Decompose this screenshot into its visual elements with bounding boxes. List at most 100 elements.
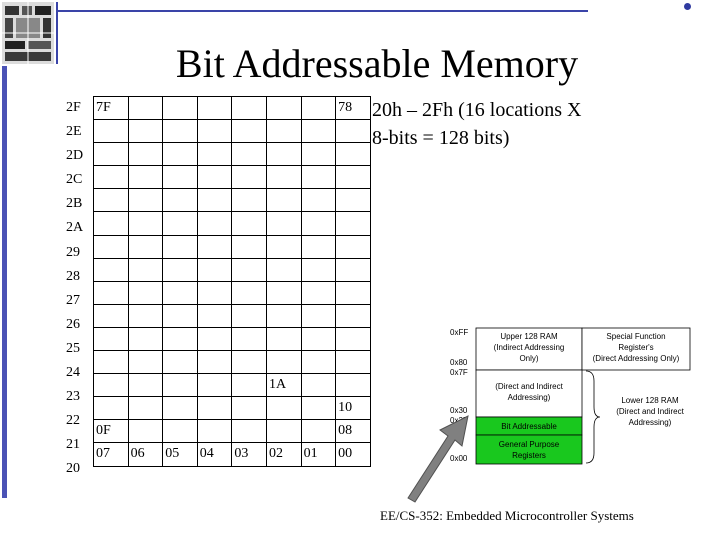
- bit-cell: [335, 373, 371, 398]
- bit-cell: 08: [335, 419, 371, 444]
- bit-cell: [196, 280, 233, 305]
- row-label: 25: [66, 340, 80, 356]
- bit-cell: [231, 373, 267, 398]
- bit-cell: [162, 326, 198, 352]
- bit-cell: [300, 188, 337, 213]
- bit-cell: [93, 142, 129, 167]
- bit-cell: [265, 280, 302, 305]
- bit-cell: [265, 165, 302, 190]
- bit-addressable-label: Bit Addressable: [501, 422, 557, 431]
- bit-cell: [127, 396, 164, 421]
- bit-cell: [162, 257, 198, 282]
- sfr-label-1: Special Function: [606, 332, 665, 341]
- bit-cell: [93, 326, 129, 352]
- bit-cell: 02: [265, 442, 302, 467]
- bit-cell: [300, 142, 337, 167]
- bit-cell: [231, 119, 267, 144]
- row-label: 2F: [66, 100, 81, 115]
- bit-cell: 7F: [93, 95, 129, 121]
- chip-logo-icon: [2, 2, 54, 64]
- bit-cell: [127, 188, 164, 213]
- row-label: 23: [66, 389, 80, 405]
- bit-cell: 01: [300, 442, 337, 467]
- bit-cell: [335, 280, 371, 305]
- bit-cell: [196, 234, 233, 259]
- bit-cell: [265, 142, 302, 167]
- bit-cell: [335, 119, 371, 144]
- bit-cell: 07: [93, 442, 129, 467]
- slide-title: Bit Addressable Memory: [175, 41, 579, 86]
- bit-cell: 0F: [93, 419, 129, 444]
- bit-cell: [231, 234, 267, 259]
- bit-cell: [162, 396, 198, 421]
- corner-dot: [684, 3, 691, 10]
- row-label: 2C: [66, 172, 83, 188]
- bit-cell: 00: [335, 442, 371, 467]
- grid-row: 0F 08: [93, 419, 371, 444]
- bit-cell: [196, 188, 233, 213]
- bit-cell: [300, 326, 337, 352]
- bit-cell: 03: [231, 442, 267, 467]
- sfr-label-2: Register's: [618, 343, 653, 352]
- lower-ram-label-1: Lower 128 RAM: [621, 396, 679, 405]
- bit-cell: [93, 350, 129, 375]
- bit-cell: [265, 188, 302, 213]
- bit-cell: [196, 350, 233, 375]
- bit-cell: [335, 326, 371, 352]
- bit-cell: [196, 419, 233, 444]
- bit-cell: [300, 350, 337, 375]
- bit-cell: [196, 326, 233, 352]
- bit-cell: [335, 165, 371, 190]
- bit-cell: [93, 303, 129, 328]
- grid-row: [93, 350, 371, 375]
- bit-cell: [300, 419, 337, 444]
- lower-ram-label-3: Addressing): [629, 418, 672, 427]
- memory-map-diagram: 0xFF 0x80 0x7F 0x30 0x2F 0x00 Upper 128 …: [450, 327, 691, 465]
- bit-cell: [93, 119, 129, 144]
- bit-cell: [127, 142, 164, 167]
- bit-cell: [93, 165, 129, 190]
- bit-cell: [300, 234, 337, 259]
- grid-row: [93, 257, 371, 282]
- bit-cell: [196, 165, 233, 190]
- row-address-labels: 2F 2E 2D 2C 2B 2A 29 28 27 26 25 24 23 2…: [66, 96, 83, 482]
- bit-cell: [127, 280, 164, 305]
- grid-row: [93, 211, 371, 236]
- general-purpose-box: [475, 434, 583, 465]
- direct-indirect-label-1: (Direct and Indirect: [495, 382, 563, 391]
- bit-cell: [231, 419, 267, 444]
- bit-cell: [335, 188, 371, 213]
- bit-cell: [265, 350, 302, 375]
- bit-cell: [93, 373, 129, 398]
- row-label: 26: [66, 316, 80, 332]
- bit-cell: [127, 211, 164, 236]
- frame-top-line: [58, 10, 588, 12]
- bit-cell: [162, 280, 198, 305]
- bit-cell: [162, 373, 198, 398]
- bit-cell: [196, 257, 233, 282]
- bit-cell: [300, 373, 337, 398]
- bit-cell: [300, 95, 337, 121]
- row-label: 24: [66, 365, 80, 381]
- addr-label-30: 0x30: [450, 406, 468, 415]
- bit-cell: [196, 142, 233, 167]
- bit-cell: [162, 211, 198, 236]
- bit-cell: [265, 257, 302, 282]
- description-line-2: 8-bits = 128 bits): [372, 127, 510, 149]
- bit-cell: [162, 419, 198, 444]
- bit-cell: [162, 165, 198, 190]
- gp-registers-label-2: Registers: [512, 451, 546, 460]
- grid-row: [93, 188, 371, 213]
- addr-label-00: 0x00: [450, 454, 468, 463]
- bit-cell: [265, 95, 302, 121]
- bit-cell: 1A: [265, 373, 302, 398]
- bit-cell: [231, 95, 267, 121]
- bit-cell: [300, 280, 337, 305]
- grid-row: [93, 119, 371, 144]
- grid-row: 1A: [93, 373, 371, 398]
- bit-cell: [162, 95, 198, 121]
- row-label: 29: [66, 244, 80, 260]
- bit-cell: [300, 211, 337, 236]
